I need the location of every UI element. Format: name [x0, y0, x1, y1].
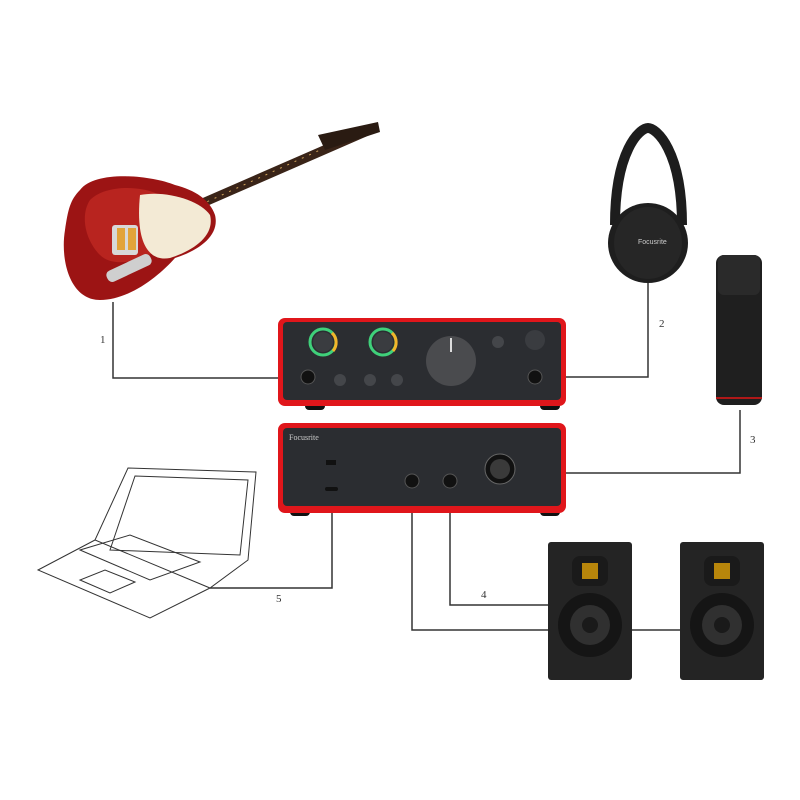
headphones-icon: Focusrite — [608, 122, 688, 283]
headphone-brand: Focusrite — [638, 239, 667, 246]
cable-label-computer: 5 — [276, 593, 282, 605]
interface-brand: Focusrite — [289, 433, 319, 442]
instrument-input-jack[interactable] — [300, 369, 316, 385]
studio-monitor-right — [680, 542, 764, 680]
cables — [112, 283, 741, 631]
studio-monitor-left — [548, 542, 632, 680]
monitor-knob[interactable] — [426, 336, 476, 386]
cable-label-speakers: 4 — [481, 589, 487, 601]
cable-label-guitar: 1 — [100, 334, 106, 346]
cable-guitar — [112, 302, 300, 379]
air-button[interactable] — [364, 374, 376, 386]
cable-speaker-left — [411, 480, 550, 631]
electric-guitar-icon — [63, 122, 380, 300]
headphone-level-knob[interactable] — [525, 330, 545, 350]
speaker-output-left[interactable] — [404, 473, 420, 489]
inst-button[interactable] — [334, 374, 346, 386]
microphone-icon — [716, 255, 762, 405]
cable-computer — [210, 500, 333, 589]
usb-c-port[interactable] — [325, 487, 338, 491]
audio-interface-front — [278, 318, 566, 410]
audio-interface-back: Focusrite — [278, 423, 566, 516]
direct-monitor-button[interactable] — [492, 336, 504, 348]
power-port[interactable] — [326, 460, 336, 465]
cable-microphone — [510, 410, 741, 474]
cable-headphones — [540, 283, 649, 378]
gain-knob-1[interactable] — [308, 327, 338, 357]
headphone-output-jack[interactable] — [527, 369, 543, 385]
cable-label-headphones: 2 — [659, 318, 665, 330]
cable-speaker-right — [449, 480, 550, 606]
laptop-icon — [36, 467, 257, 619]
speaker-output-right[interactable] — [442, 473, 458, 489]
cable-label-microphone: 3 — [750, 434, 756, 446]
gain-knob-2[interactable] — [368, 327, 398, 357]
48v-button[interactable] — [391, 374, 403, 386]
